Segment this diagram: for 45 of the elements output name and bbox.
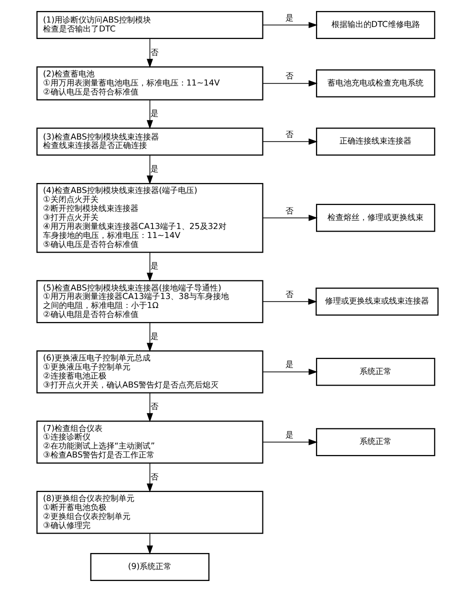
node-box: (9)系统正常 (90, 552, 209, 581)
arrow (146, 392, 152, 422)
node-box: (5)检查ABS控制模块线束连接器(接地端子导通性) ①用万用表测量连接器CA13端子13、38与车身接地之间的电阻，标准电阻：小于1Ω ②确认电阻是否符合标准值 (36, 280, 263, 324)
node-box: (6)更换液压电子控制单元总成 ①更换液压电子控制单元 ②连接蓄电池正极 ③打开点火开关，确认ABS警告灯是否点亮后熄灭 (36, 350, 263, 394)
arrow (146, 322, 152, 352)
arrow (262, 439, 318, 446)
node-box: 正确连接线束连接器 (315, 128, 435, 156)
edge-label: 是 (285, 12, 294, 22)
edge-label: 否 (285, 129, 294, 140)
edge-label: 否 (285, 70, 294, 81)
node-box: (4)检查ABS控制模块线束连接器(端子电压) ①关闭点火开关 ②断开控制模块线束连接器 ③打开点火开关 ④用万用表测量线束连接器CA13端子1、25及32对车身接地的电压，标准电压：11~14V ⑤确认电压是否符合标准值 (36, 182, 263, 253)
edge-label: 是 (150, 163, 158, 174)
edge-label: 否 (284, 288, 293, 299)
arrow (262, 138, 318, 145)
node-box: 修理或更换线束或线束连接器 (315, 288, 438, 316)
edge-label: 是 (150, 330, 158, 341)
node-box: 蓄电池充电或检查充电系统 (315, 69, 435, 98)
arrow (146, 462, 152, 492)
edge-label: 是 (285, 429, 294, 440)
node-box: 检查熔丝，修理或更换线束 (315, 204, 435, 232)
node-box: 系统正常 (315, 358, 435, 386)
edge-label: 否 (150, 46, 158, 57)
arrow (146, 155, 152, 185)
node-box: (1)用诊断仪访问ABS控制模块 检查是否输出了DTC (36, 11, 263, 40)
node-box: (2)检查蓄电池 ①用万用表测量蓄电池电压，标准电压：11~14V ②确认电压是否符合标准值 (36, 66, 263, 100)
arrow (262, 214, 318, 222)
node-box: (7)检查组合仪表 ①连接诊断仪 ②在功能测试上选择“主动测试” ③检查ABS警告灯是否工作正常 (36, 420, 263, 464)
edge-label: 是 (150, 108, 158, 118)
arrow (146, 38, 152, 68)
node-box: 系统正常 (315, 428, 435, 456)
arrow (146, 252, 152, 282)
edge-label: 是 (285, 359, 294, 370)
arrow (146, 100, 152, 130)
edge-label: 否 (150, 401, 158, 412)
edge-label: 是 (150, 260, 158, 271)
edge-label: 否 (285, 205, 294, 216)
arrow (146, 533, 152, 554)
node-box: 根据输出的DTC维修电路 (315, 11, 435, 40)
node-box: (3)检查ABS控制模块线束连接器 检查线束连接器是否正确连接 (36, 128, 263, 156)
arrow (262, 22, 318, 28)
arrow (262, 298, 317, 305)
node-box: (8)更换组合仪表控制单元 ①断开蓄电池负极 ②更换组合仪表控制单元 ③确认修理完 (36, 490, 263, 534)
arrow (262, 80, 318, 86)
arrow (262, 368, 318, 375)
edge-label: 否 (150, 471, 158, 482)
